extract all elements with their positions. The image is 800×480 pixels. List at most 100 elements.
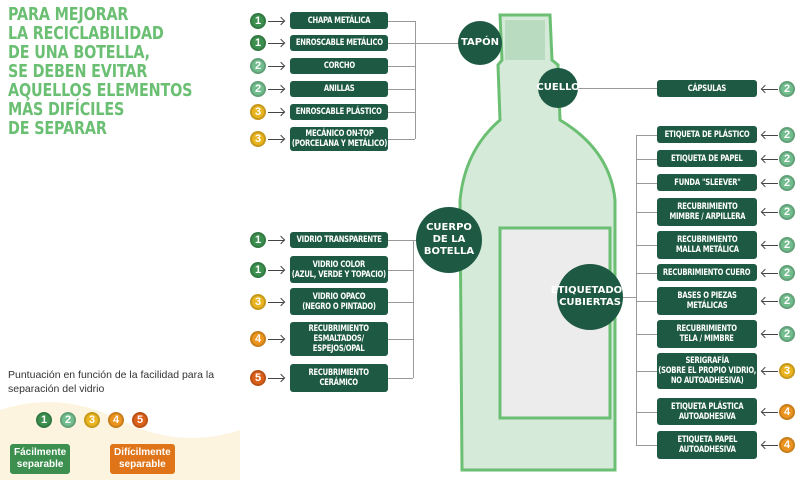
score-badge-2: 2 xyxy=(779,174,795,191)
item-label: RECUBRIMIENTO ESMALTADOS/ ESPEJOS/OPAL xyxy=(308,324,370,354)
arrow-icon xyxy=(762,245,778,246)
score-badge-2: 2 xyxy=(779,326,795,342)
etiquetado-item: FUNDA "SLEEVER" xyxy=(657,174,757,191)
item-label: RECUBRIMIENTO MIMBRE / ARPILLERA xyxy=(669,202,745,222)
title-line: PARA MEJORAR xyxy=(8,5,129,25)
tapon-item: ENROSCABLE METÁLICO xyxy=(290,35,388,51)
title-line: DE UNA BOTELLA, xyxy=(8,43,150,63)
cuello-item: CÁPSULAS xyxy=(657,80,757,97)
item-label: VIDRIO COLOR (AZUL, VERDE Y TOPACIO) xyxy=(291,259,387,280)
item-label: RECUBRIMIENTO CUERO xyxy=(663,267,751,278)
tapon-item: MECÁNICO ON-TOP (PORCELANA Y METÁLICO) xyxy=(290,127,388,151)
item-label: RECUBRIMIENTO TELA / MIMBRE xyxy=(676,324,738,344)
item-label: ENROSCABLE METÁLICO xyxy=(295,38,383,48)
arrow-icon xyxy=(268,269,284,271)
tapon-item: CHAPA METÁLICA xyxy=(290,12,388,29)
cuerpo-node: CUERPO DE LA BOTELLA xyxy=(416,207,482,273)
easy-tag: Fácilmente separable xyxy=(10,444,71,474)
connector xyxy=(388,240,413,241)
item-label: ETIQUETA PAPEL AUTOADHESIVA xyxy=(677,435,737,455)
item-label: ENROSCABLE PLÁSTICO xyxy=(296,107,382,117)
arrow-icon xyxy=(268,66,284,67)
score-badge-2: 2 xyxy=(60,412,76,428)
legend-text: Puntuación en función de la facilidad pa… xyxy=(8,369,215,395)
etiquetado-item: RECUBRIMIENTO TELA / MIMBRE xyxy=(657,320,757,348)
connector xyxy=(415,20,416,139)
connector xyxy=(415,43,460,44)
item-label: ANILLAS xyxy=(323,84,355,94)
score-badge-2: 2 xyxy=(779,126,795,143)
tapon-item: ANILLAS xyxy=(290,81,388,97)
connector xyxy=(388,43,415,44)
arrow-icon xyxy=(268,43,284,44)
item-label: CORCHO xyxy=(323,61,355,71)
score-badge-3: 3 xyxy=(779,363,795,379)
connector xyxy=(636,445,657,446)
arrow-icon xyxy=(268,240,284,241)
etiquetado-item: ETIQUETA DE PAPEL xyxy=(657,150,757,167)
etiquetado-item: RECUBRIMIENTO MIMBRE / ARPILLERA xyxy=(657,198,757,226)
score-badge-4: 4 xyxy=(108,412,124,428)
connector xyxy=(388,378,413,379)
item-label: BASES O PIEZAS METÁLICAS xyxy=(677,291,737,311)
tapon-item: ENROSCABLE PLÁSTICO xyxy=(290,104,388,120)
hard-tag: Difícilmente separable xyxy=(110,444,175,474)
arrow-icon xyxy=(268,378,284,379)
cuerpo-item: VIDRIO TRANSPARENTE xyxy=(290,232,388,248)
item-label: CÁPSULAS xyxy=(687,83,727,94)
etiquetado-item: ETIQUETA DE PLÁSTICO xyxy=(657,126,757,143)
score-badge-5: 5 xyxy=(250,370,266,386)
arrow-icon xyxy=(268,339,284,340)
item-label: ETIQUETA DE PLÁSTICO xyxy=(664,129,750,140)
arrow-icon xyxy=(762,371,778,372)
connector xyxy=(636,158,657,160)
score-badge-2: 2 xyxy=(250,58,266,74)
arrow-icon xyxy=(762,158,778,160)
connector xyxy=(413,240,414,378)
cuello-node: CUELLO xyxy=(536,68,580,108)
score-badge-3: 3 xyxy=(84,412,100,428)
arrow-icon xyxy=(762,272,778,274)
arrow-icon xyxy=(268,89,284,90)
score-badge-4: 4 xyxy=(250,331,266,347)
arrow-icon xyxy=(762,134,778,136)
arrow-icon xyxy=(268,301,284,303)
arrow-icon xyxy=(762,334,778,335)
score-badge-2: 2 xyxy=(779,264,795,281)
score-badge-1: 1 xyxy=(250,35,266,51)
item-label: MECÁNICO ON-TOP (PORCELANA Y METÁLICO) xyxy=(291,129,387,149)
connector xyxy=(636,182,657,184)
etiquetado-item: ETIQUETA PLÁSTICA AUTOADHESIVA xyxy=(657,398,757,425)
arrow-icon xyxy=(762,182,778,184)
item-label: FUNDA "SLEEVER" xyxy=(673,177,741,188)
connector xyxy=(388,66,415,67)
score-badge-1: 1 xyxy=(36,412,52,428)
connector xyxy=(636,134,657,136)
arrow-icon xyxy=(268,112,284,113)
score-badge-1: 1 xyxy=(250,232,266,248)
score-badge-2: 2 xyxy=(779,204,795,220)
connector xyxy=(636,245,657,246)
arrow-icon xyxy=(268,139,284,140)
item-label: CHAPA METÁLICA xyxy=(307,15,371,26)
cuerpo-item: VIDRIO COLOR (AZUL, VERDE Y TOPACIO) xyxy=(290,256,388,283)
cuerpo-item: RECUBRIMIENTO CERÁMICO xyxy=(290,364,388,392)
score-badge-4: 4 xyxy=(779,403,795,420)
cuerpo-item: VIDRIO OPACO (NEGRO O PINTADO) xyxy=(290,288,388,315)
arrow-icon xyxy=(762,411,778,413)
score-badge-5: 5 xyxy=(132,412,148,428)
arrow-icon xyxy=(762,445,778,446)
title-line: AQUELLOS ELEMENTOS xyxy=(8,81,193,101)
title-line: DE SEPARAR xyxy=(8,119,107,139)
arrow-icon xyxy=(762,212,778,213)
score-badge-2: 2 xyxy=(779,293,795,309)
etiquetado-item: RECUBRIMIENTO CUERO xyxy=(657,264,757,281)
connector xyxy=(388,112,415,113)
etiquetado-item: ETIQUETA PAPEL AUTOADHESIVA xyxy=(657,431,757,459)
score-badge-2: 2 xyxy=(250,81,266,97)
title-line: LA RECICLABILIDAD xyxy=(8,24,164,44)
connector xyxy=(388,89,415,90)
etiquetado-item: BASES O PIEZAS METÁLICAS xyxy=(657,287,757,315)
connector xyxy=(636,301,657,302)
